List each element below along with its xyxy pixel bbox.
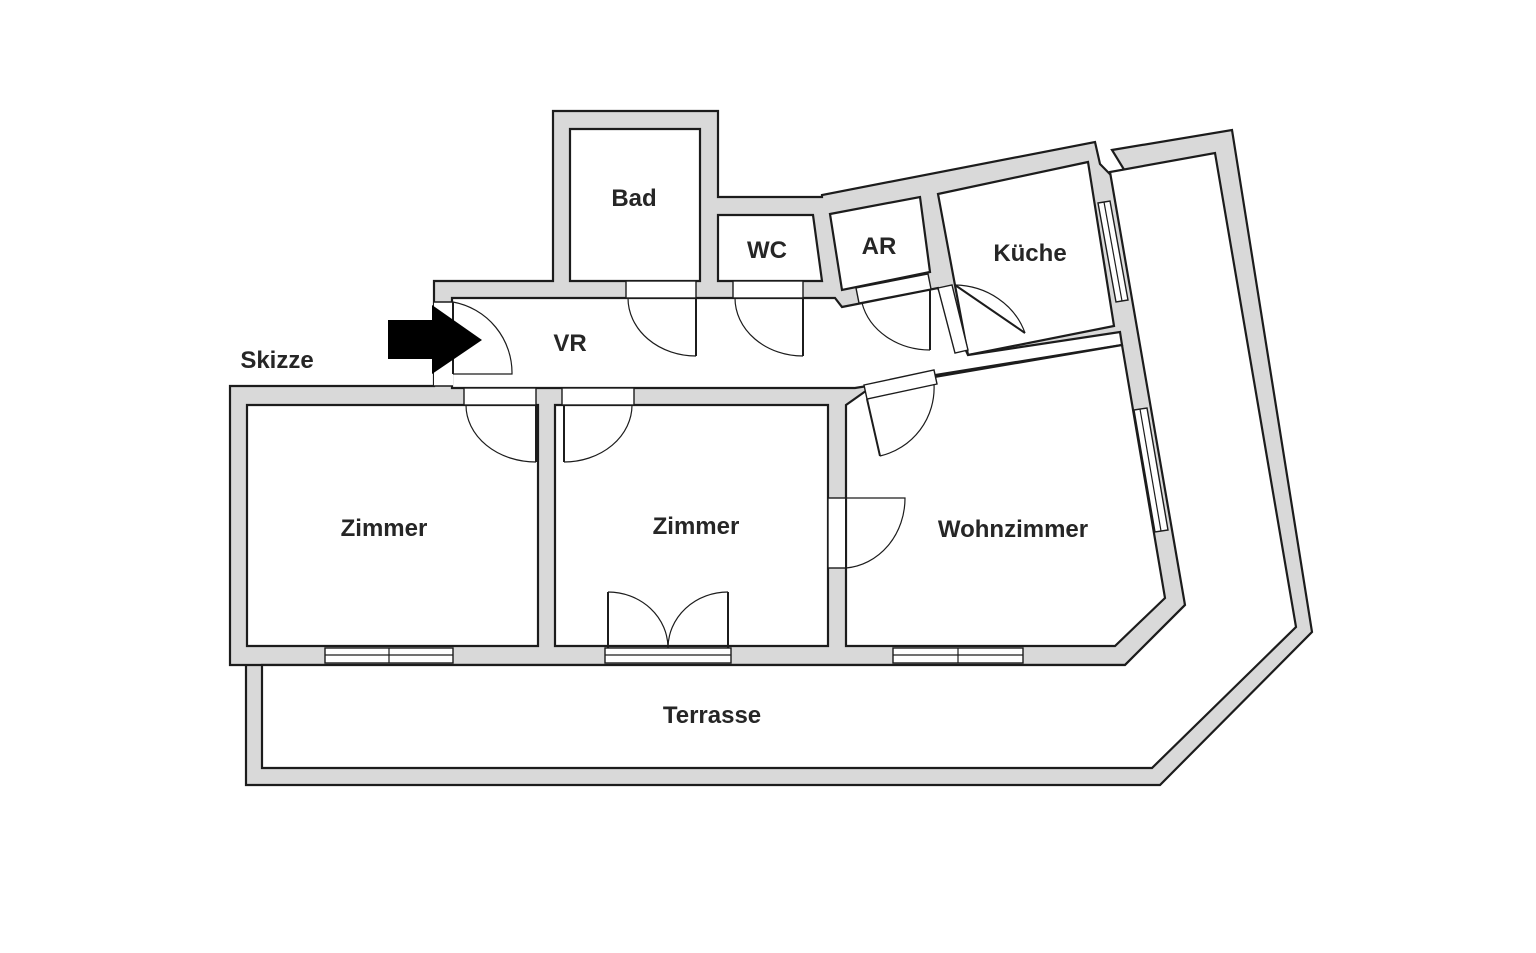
door-kueche (937, 284, 1026, 354)
label-terrasse: Terrasse (663, 702, 761, 729)
door-zimmer2-terrace (607, 591, 729, 649)
labels: Bad WC AR Küche VR Skizze Zimmer Zimmer … (240, 185, 1088, 729)
window-wohnzimmer-east (1133, 407, 1169, 533)
windows (324, 200, 1169, 664)
label-wohnzimmer: Wohnzimmer (938, 516, 1088, 543)
caption-skizze: Skizze (240, 347, 313, 374)
door-zimmer-1 (463, 387, 537, 463)
terrace-area (260, 151, 1298, 770)
rooms (245, 127, 1298, 770)
label-vr: VR (553, 330, 586, 357)
entrance-arrow-icon (388, 305, 482, 374)
doors (434, 273, 1026, 649)
label-zimmer-1: Zimmer (341, 515, 428, 542)
room-zimmer-2 (553, 403, 830, 648)
label-kueche: Küche (993, 240, 1066, 267)
room-kueche (936, 160, 1116, 357)
room-ar (828, 195, 932, 292)
window-zimmer-2 (604, 647, 732, 664)
label-zimmer-2: Zimmer (653, 513, 740, 540)
room-vr (450, 286, 1124, 390)
door-bad (625, 280, 697, 357)
door-zimmer-2 (561, 387, 635, 463)
label-ar: AR (862, 233, 897, 260)
window-wohnzimmer (892, 647, 1024, 664)
room-bad (568, 127, 702, 283)
room-wc (716, 213, 824, 283)
door-wc (732, 280, 804, 357)
room-zimmer-1 (245, 403, 540, 648)
door-ar (855, 273, 932, 351)
window-kueche-east (1097, 200, 1129, 303)
label-wc: WC (747, 237, 787, 264)
door-wohnzimmer (863, 369, 938, 457)
door-zimmer2-wohnzimmer (827, 497, 906, 569)
window-zimmer-1 (324, 647, 454, 664)
label-bad: Bad (611, 185, 656, 212)
